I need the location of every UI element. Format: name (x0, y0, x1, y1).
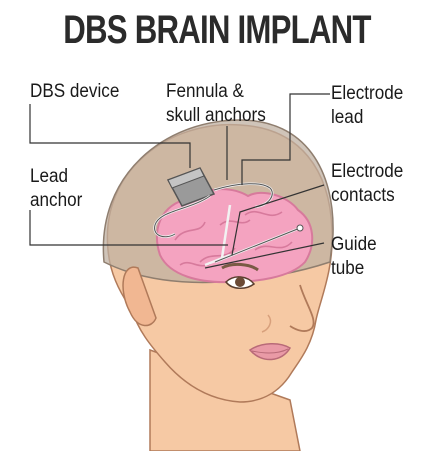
label-electrode-contacts-line2: contacts (331, 185, 395, 206)
label-electrode-lead-line1: Electrode (331, 83, 404, 104)
label-electrode-contacts-line1: Electrode (331, 161, 404, 182)
nose (289, 284, 315, 332)
electrode-contact-dot (296, 224, 304, 232)
label-guide-tube-line2: tube (331, 258, 365, 279)
label-guide-tube-line1: Guide (331, 234, 377, 255)
label-fennula-line1: Fennula & (166, 81, 244, 102)
label-lead-anchor-line2: anchor (30, 190, 83, 211)
dbs-device (166, 167, 216, 207)
ear (122, 266, 157, 327)
label-fennula-line2: skull anchors (166, 105, 266, 126)
label-electrode-lead-line2: lead (331, 107, 364, 128)
eyebrow (221, 262, 259, 272)
leader-lines (29, 93, 330, 269)
label-dbs-device: DBS device (30, 81, 120, 102)
diagram-title: DBS BRAIN IMPLANT (63, 8, 371, 52)
lips (248, 343, 292, 361)
label-lead-anchor-line1: Lead (30, 166, 69, 187)
